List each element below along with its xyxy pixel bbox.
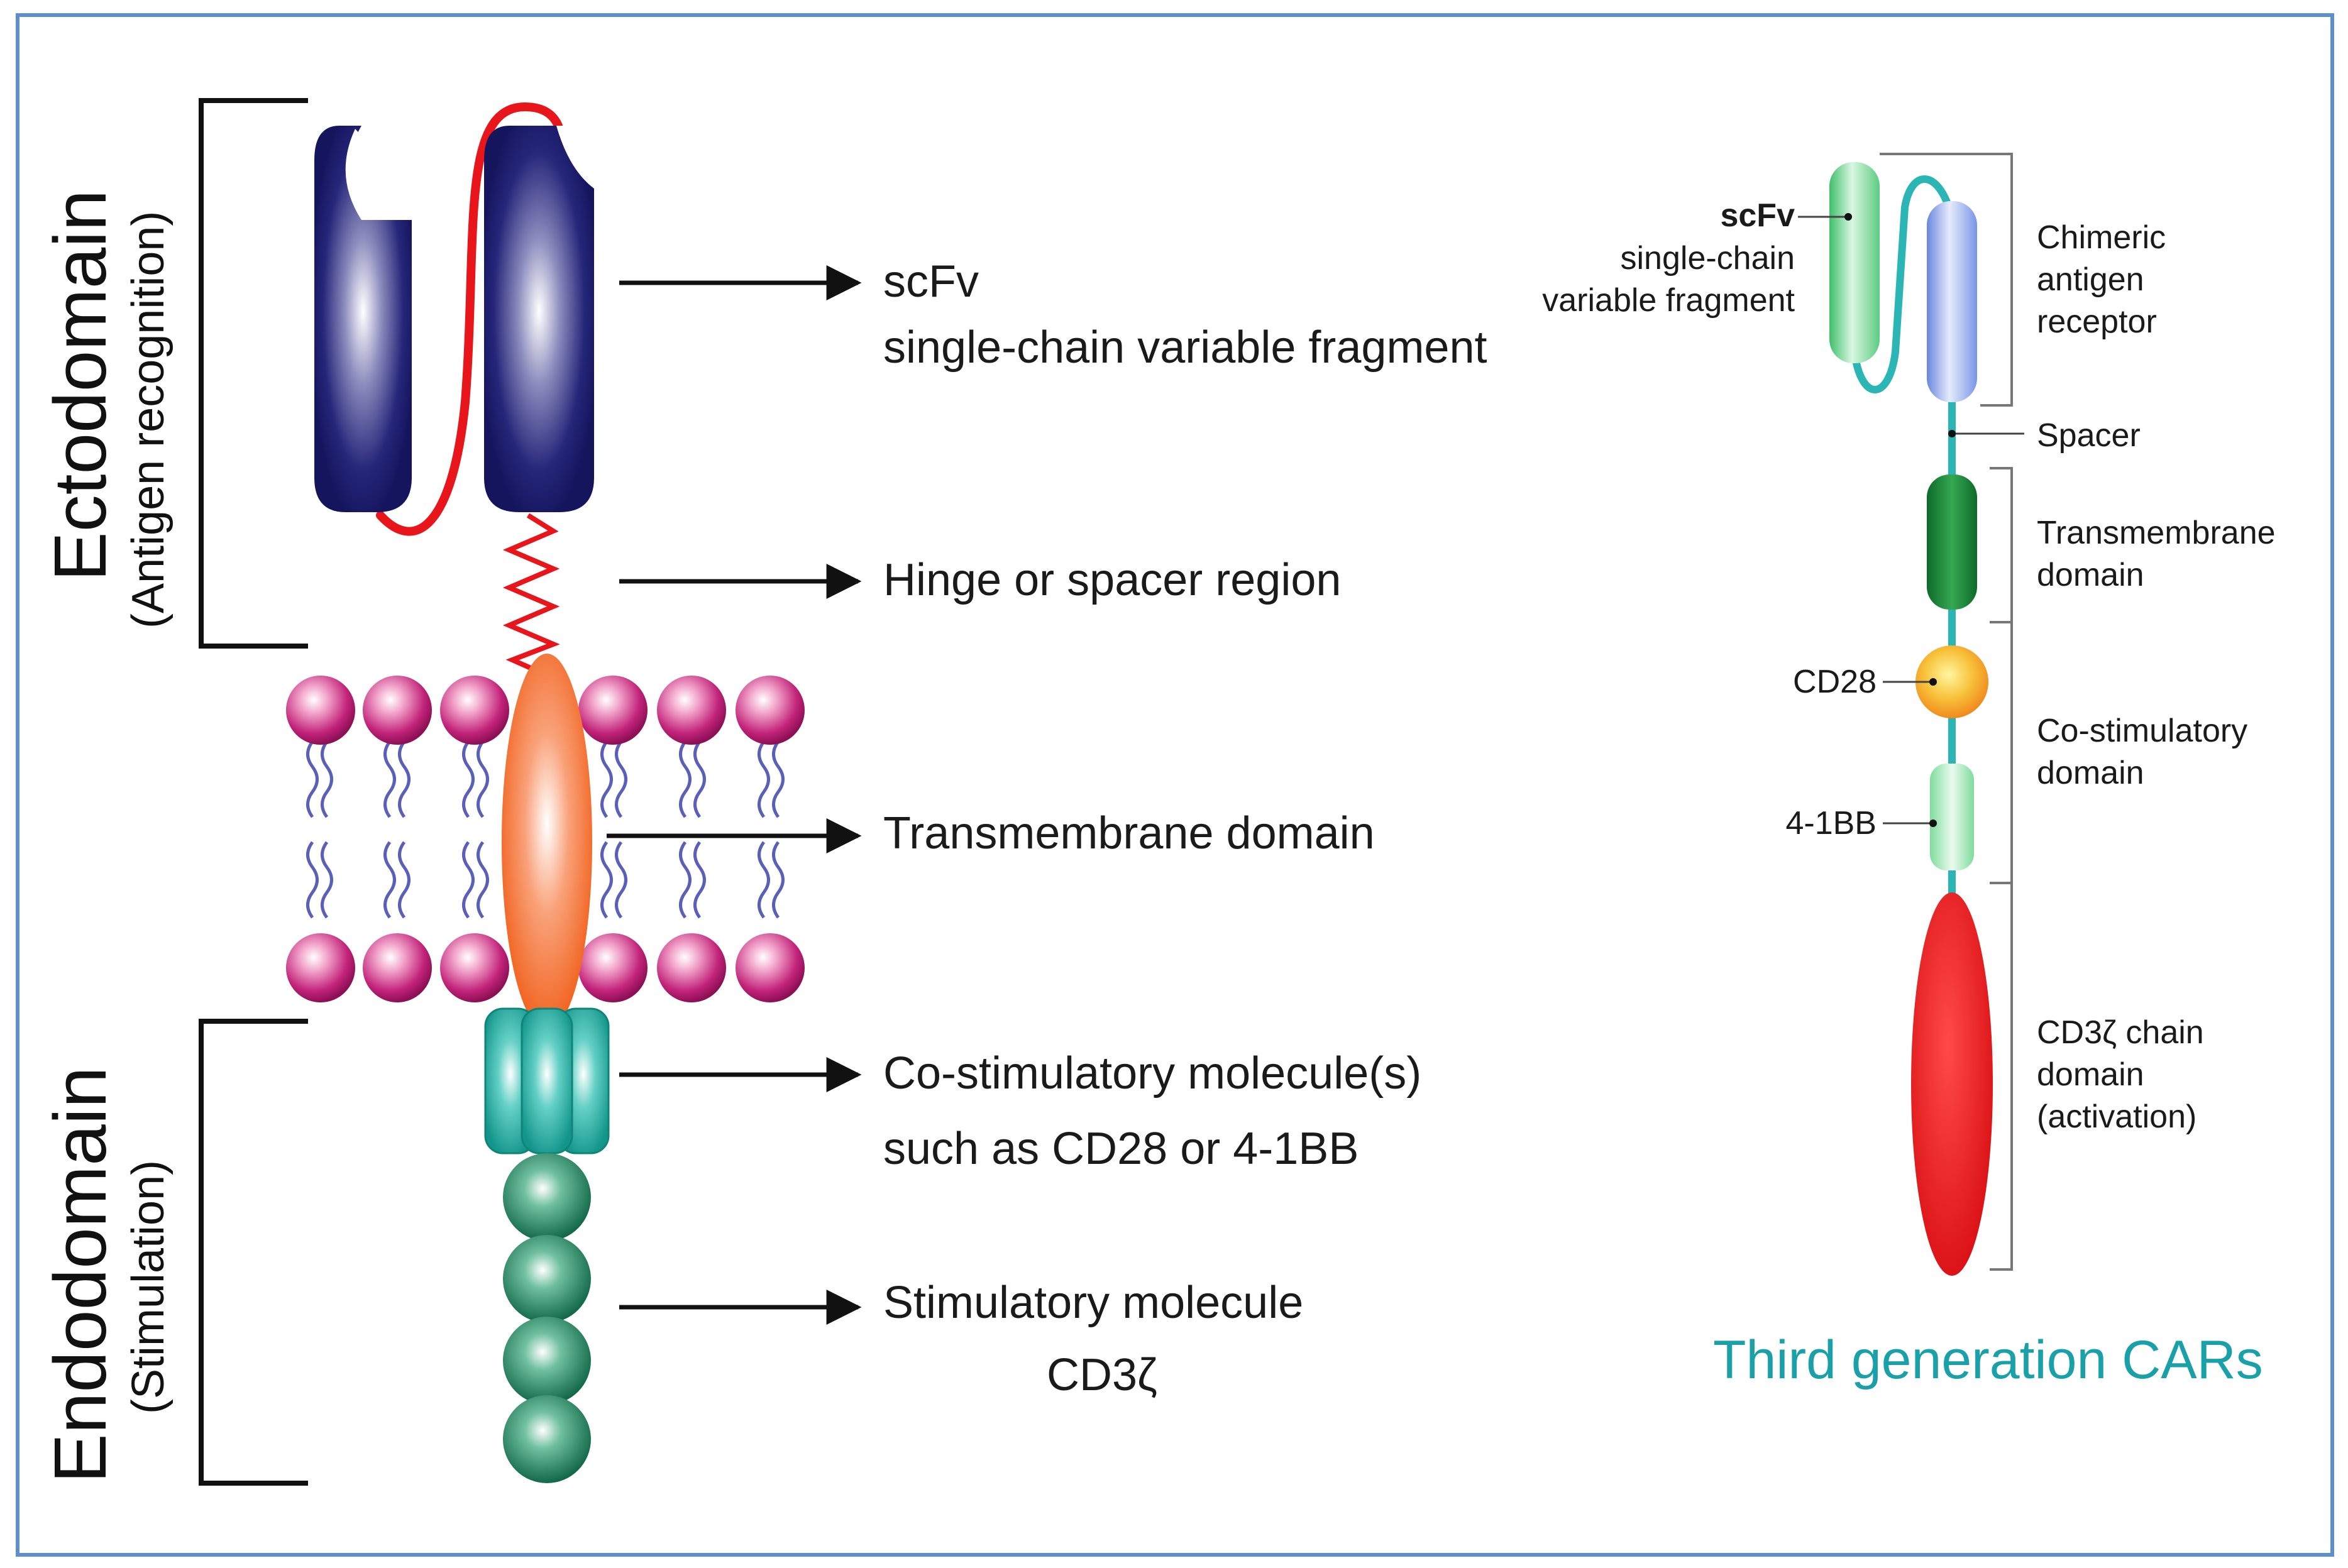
costim-bracket	[1990, 622, 2013, 884]
scfv-label: scFv	[883, 256, 979, 307]
stim-label: Stimulatory molecule	[883, 1278, 1304, 1328]
right-pointer-dots	[1844, 213, 1956, 827]
ectodomain-subtitle: (Antigen recognition)	[123, 211, 174, 628]
right-scfv-green	[1829, 162, 1880, 363]
ectodomain-title: Ectodomain	[39, 189, 122, 581]
right-car-line1: Chimeric	[2037, 219, 2166, 256]
right-tm-line2: domain	[2037, 557, 2144, 593]
right-cd3z-line3: (activation)	[2037, 1099, 2197, 1135]
tm-bracket	[1990, 467, 2013, 623]
right-caption: Third generation CARs	[1713, 1330, 2263, 1390]
endodomain-subtitle: (Stimulation)	[123, 1160, 174, 1414]
right-41bb	[1930, 764, 1974, 870]
cd3z-left-label: CD3ζ	[1047, 1350, 1157, 1400]
right-pointers	[1798, 216, 2024, 825]
right-41bb-label: 4-1BB	[1785, 805, 1877, 842]
right-cd3z-line1: CD3ζ chain	[2037, 1014, 2204, 1051]
right-cd28-label: CD28	[1793, 664, 1877, 700]
right-costim-line2: domain	[2037, 755, 2144, 791]
right-costim-line1: Co-stimulatory	[2037, 713, 2248, 749]
cd3z-bracket	[1990, 882, 2013, 1271]
right-scfv-blue	[1927, 201, 1977, 402]
scfv-right-notch	[556, 126, 594, 189]
costimulatory-domain-shape	[484, 1007, 610, 1154]
right-linker	[1851, 175, 1953, 393]
endodomain-title: Endodomain	[39, 1066, 122, 1483]
right-tm-domain	[1927, 474, 1977, 610]
scfv-left-notch	[345, 129, 409, 220]
car-bracket	[1880, 153, 2013, 407]
right-scfv-line1: single-chain	[1620, 240, 1795, 277]
transmembrane-label: Transmembrane domain	[883, 808, 1375, 858]
right-cd3z	[1911, 892, 1993, 1276]
scfv-right-domain	[484, 126, 594, 512]
lipid-heads-bottom	[286, 933, 805, 1002]
figure-frame	[16, 13, 2334, 1557]
scfv-left-domain	[314, 126, 412, 512]
lipid-tails	[306, 740, 785, 919]
right-tm-line1: Transmembrane	[2037, 515, 2276, 551]
costim-label: Co-stimulatory molecule(s)	[883, 1048, 1422, 1099]
scfv-desc-label: single-chain variable fragment	[883, 322, 1487, 373]
right-car-line3: receptor	[2037, 304, 2157, 340]
hinge-label: Hinge or spacer region	[883, 555, 1342, 605]
right-scfv-line2: variable fragment	[1542, 282, 1795, 319]
right-spacer-label: Spacer	[2037, 417, 2141, 454]
costim-example-label: such as CD28 or 4-1BB	[883, 1124, 1359, 1174]
endodomain-bracket	[199, 1019, 308, 1486]
scfv-linker	[376, 102, 566, 536]
lipid-heads-top	[286, 676, 805, 745]
transmembrane-domain-shape	[502, 654, 592, 1031]
right-scfv-bold: scFv	[1720, 197, 1795, 234]
ectodomain-bracket	[199, 98, 308, 649]
right-car-line2: antigen	[2037, 261, 2144, 298]
cd3-zeta-chain-shape	[503, 1153, 591, 1483]
hinge-zigzag	[502, 513, 560, 675]
right-cd28	[1915, 645, 1988, 718]
right-cd3z-line2: domain	[2037, 1056, 2144, 1093]
